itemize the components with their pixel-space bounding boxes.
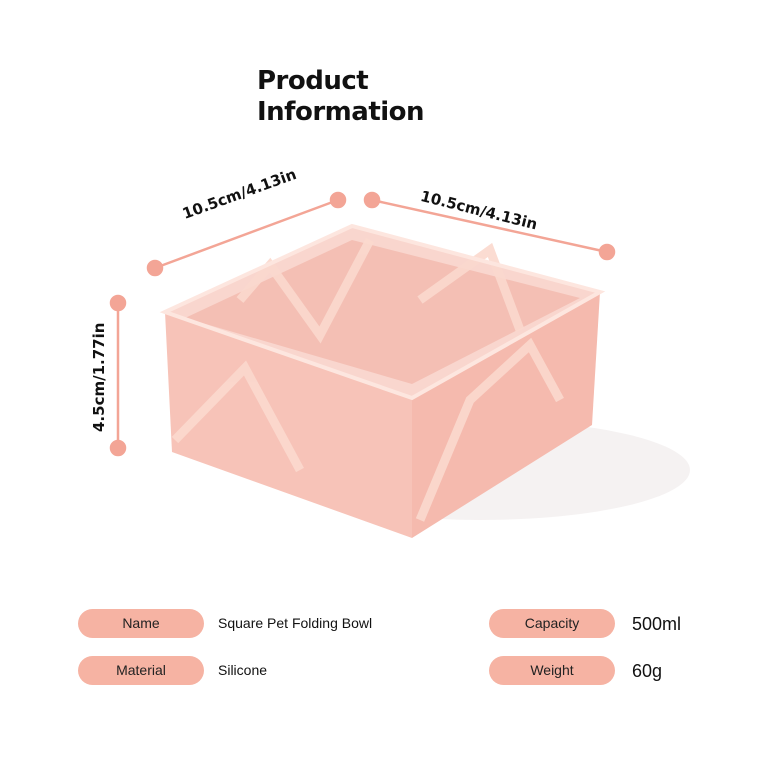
material-value: Silicone xyxy=(218,662,268,678)
dimension-lines xyxy=(109,191,616,457)
capacity-label: Capacity xyxy=(489,609,615,638)
capacity-value: 500ml xyxy=(632,614,682,634)
weight-value: 60g xyxy=(632,661,663,681)
height-dimension: 4.5cm/1.77in xyxy=(90,322,108,432)
name-value: Square Pet Folding Bowl xyxy=(218,615,373,631)
title-line-2: Information xyxy=(257,97,425,127)
material-label: Material xyxy=(78,656,204,685)
weight-label: Weight xyxy=(489,656,615,685)
title-line-1: Product xyxy=(257,66,369,96)
name-label: Name xyxy=(78,609,204,638)
bowl-image xyxy=(159,223,690,538)
